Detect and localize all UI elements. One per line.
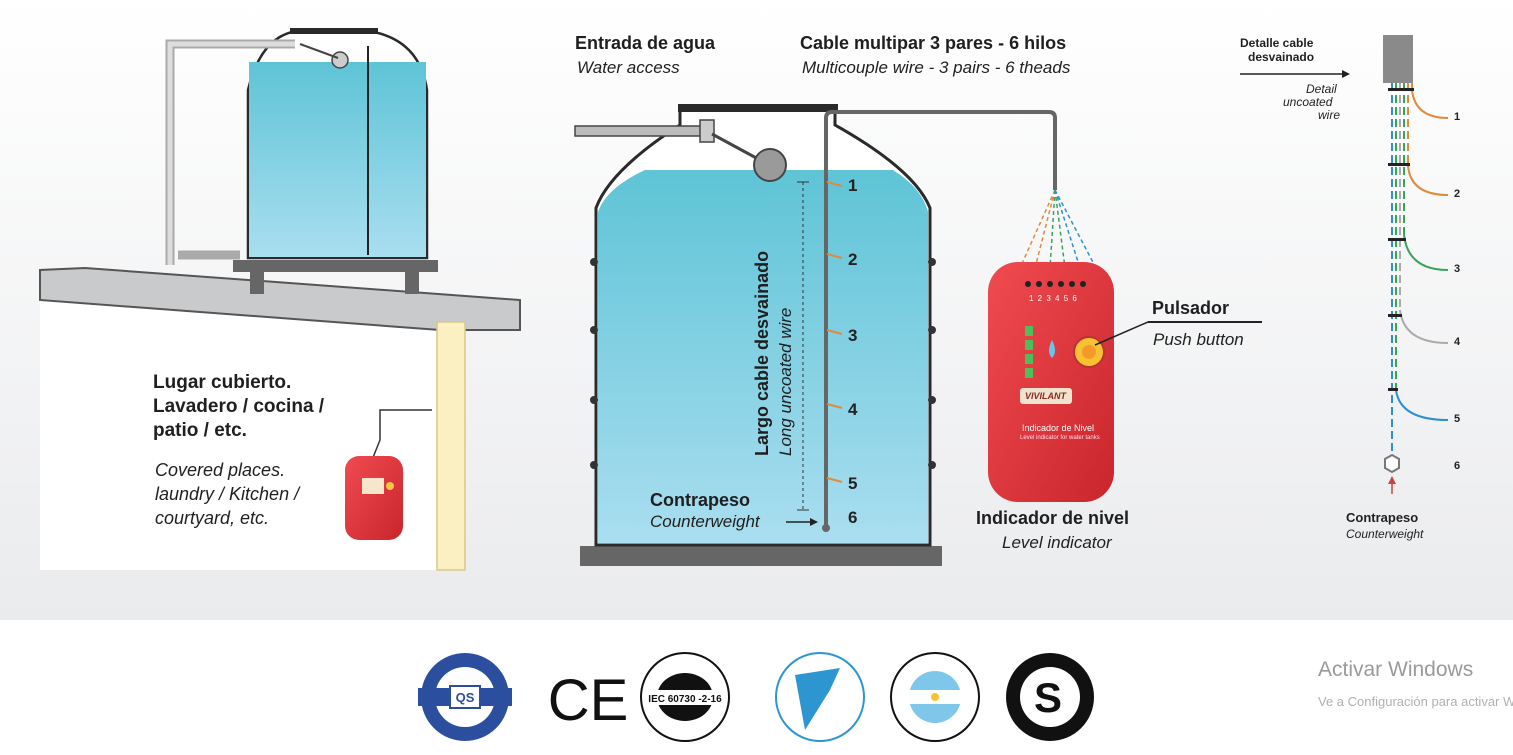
detail-counterweight-en: Counterweight — [1346, 527, 1424, 541]
detail-number-2: 2 — [1454, 188, 1461, 200]
cable-label-en: Multicouple wire - 3 pairs - 6 theads — [802, 58, 1071, 77]
detail-counterweight-es: Contrapeso — [1346, 510, 1419, 525]
covered-label-en-1: Covered places. — [155, 460, 286, 480]
activate-windows-title: Activar Windows — [1318, 658, 1474, 681]
iso-short-text: QS — [456, 690, 475, 705]
level-number-4: 4 — [848, 400, 858, 419]
diagram-panel: Entrada de agua Water access Cable multi… — [0, 0, 1513, 620]
iec-text: IEC 60730 -2-16 — [648, 694, 722, 705]
counterweight-label-es: Contrapeso — [650, 490, 751, 510]
device-subtitle: Level indicator for water tanks — [1020, 435, 1100, 441]
covered-label-es-2: Lavadero / cocina / — [153, 396, 325, 417]
activate-windows-subtitle: Ve a Configuración para activar Windows. — [1318, 694, 1513, 709]
uncoated-length-label-en: Long uncoated wire — [776, 307, 795, 456]
wire-fan — [1019, 189, 1097, 269]
level-number-1: 1 — [848, 176, 858, 195]
certification-logos: QS CE IEC 60730 -2-16 S — [410, 650, 1110, 750]
push-button-label-en: Push button — [1153, 330, 1244, 349]
device-channel-digits: 1 2 3 4 5 6 — [1029, 294, 1078, 303]
level-indicator-device — [988, 262, 1149, 502]
covered-label-es-1: Lugar cubierto. — [153, 372, 292, 393]
level-number-2: 2 — [848, 250, 858, 269]
detail-label-en-3: wire — [1318, 108, 1341, 122]
level-indicator-label-en: Level indicator — [1002, 533, 1112, 552]
house-illustration — [39, 28, 521, 571]
main-tank — [574, 104, 1057, 566]
small-level-indicator — [345, 456, 403, 540]
covered-label-en-3: courtyard, etc. — [155, 508, 270, 528]
s-mark-text: S — [1034, 674, 1062, 721]
s-mark-logo: S — [1006, 653, 1094, 741]
push-button-label-es: Pulsador — [1152, 298, 1230, 318]
detail-number-1: 1 — [1454, 111, 1461, 123]
uncoated-length-label-es: Largo cable desvainado — [752, 250, 772, 456]
detail-label-es-1: Detalle cable — [1240, 36, 1314, 50]
iso-logo: QS — [418, 653, 512, 741]
level-number-5: 5 — [848, 474, 858, 493]
installation-diagram — [39, 28, 1449, 571]
wire-detail — [1240, 35, 1449, 494]
ce-mark: CE — [548, 668, 629, 733]
detail-number-3: 3 — [1454, 263, 1461, 275]
device-brand: VIVILANT — [1025, 391, 1067, 401]
detail-number-6: 6 — [1454, 460, 1461, 472]
detail-label-en-1: Detail — [1306, 82, 1337, 96]
device-title: Indicador de Nivel — [1022, 423, 1095, 433]
water-access-label-en: Water access — [577, 58, 680, 77]
export-logo — [775, 652, 865, 742]
covered-label-es-3: patio / etc. — [153, 420, 247, 441]
level-number-6: 6 — [848, 508, 858, 527]
industria-argentina-logo — [890, 652, 980, 742]
water-access-label-es: Entrada de agua — [575, 33, 716, 53]
certification-logos-graphic: QS CE IEC 60730 -2-16 S — [418, 652, 1094, 742]
covered-label-en-2: laundry / Kitchen / — [155, 484, 300, 504]
level-indicator-label-es: Indicador de nivel — [976, 508, 1130, 528]
level-number-3: 3 — [848, 326, 858, 345]
detail-number-4: 4 — [1454, 336, 1461, 348]
detail-label-es-2: desvainado — [1248, 50, 1315, 64]
detail-number-5: 5 — [1454, 413, 1461, 425]
detail-label-en-2: uncoated — [1283, 95, 1333, 109]
counterweight-label-en: Counterweight — [650, 512, 760, 531]
iec-logo: IEC 60730 -2-16 — [640, 652, 730, 742]
cable-label-es: Cable multipar 3 pares - 6 hilos — [800, 33, 1067, 53]
